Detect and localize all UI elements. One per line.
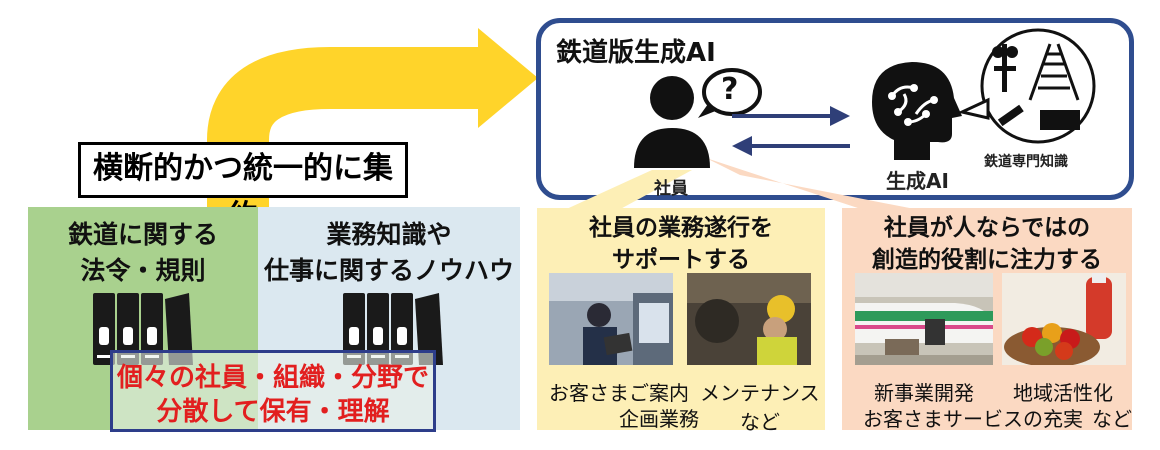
caption-creative-etc: など — [1092, 407, 1132, 431]
knowledge-bubble-icon — [958, 28, 1096, 144]
new-business-photo — [855, 273, 993, 365]
regional-photo — [1002, 273, 1126, 365]
railway-ai-title: 鉄道版生成AI — [556, 38, 716, 68]
binders-icon — [343, 293, 443, 365]
maintenance-photo — [687, 273, 811, 365]
ai-label: 生成AI — [886, 169, 949, 193]
ai-head-icon — [872, 62, 962, 160]
question-mark: ? — [721, 72, 739, 107]
distributed-knowledge-box: 個々の社員・組織・分野で 分散して保有・理解 — [110, 350, 436, 432]
caption-support-etc: など — [740, 410, 780, 434]
employee-label: 社員 — [654, 179, 688, 199]
legal-rules-label: 鉄道に関する 法令・規則 — [67, 220, 218, 285]
binders-icon — [93, 293, 193, 365]
caption-service: お客さまサービスの充実 — [863, 407, 1083, 431]
bidirectional-arrows — [732, 106, 850, 156]
support-title: 社員の業務遂行を サポートする — [589, 215, 773, 273]
caption-guide: お客さまご案内 — [549, 381, 689, 405]
caption-maintenance: メンテナンス — [700, 381, 820, 405]
guide-photo — [549, 273, 673, 365]
know-how-label: 業務知識や 仕事に関するノウハウ — [263, 220, 514, 285]
legal-rules-panel: 鉄道に関する 法令・規則 — [28, 207, 258, 430]
question-bubble-icon — [698, 68, 762, 118]
knowledge-label: 鉄道専門知識 — [984, 154, 1068, 170]
caption-new-business: 新事業開発 — [874, 381, 974, 405]
creative-title: 社員が人ならではの 創造的役割に注力する — [872, 215, 1102, 273]
employee-icon — [634, 76, 710, 168]
caption-regional: 地域活性化 — [1013, 381, 1113, 405]
caption-planning: 企画業務 — [619, 407, 699, 431]
